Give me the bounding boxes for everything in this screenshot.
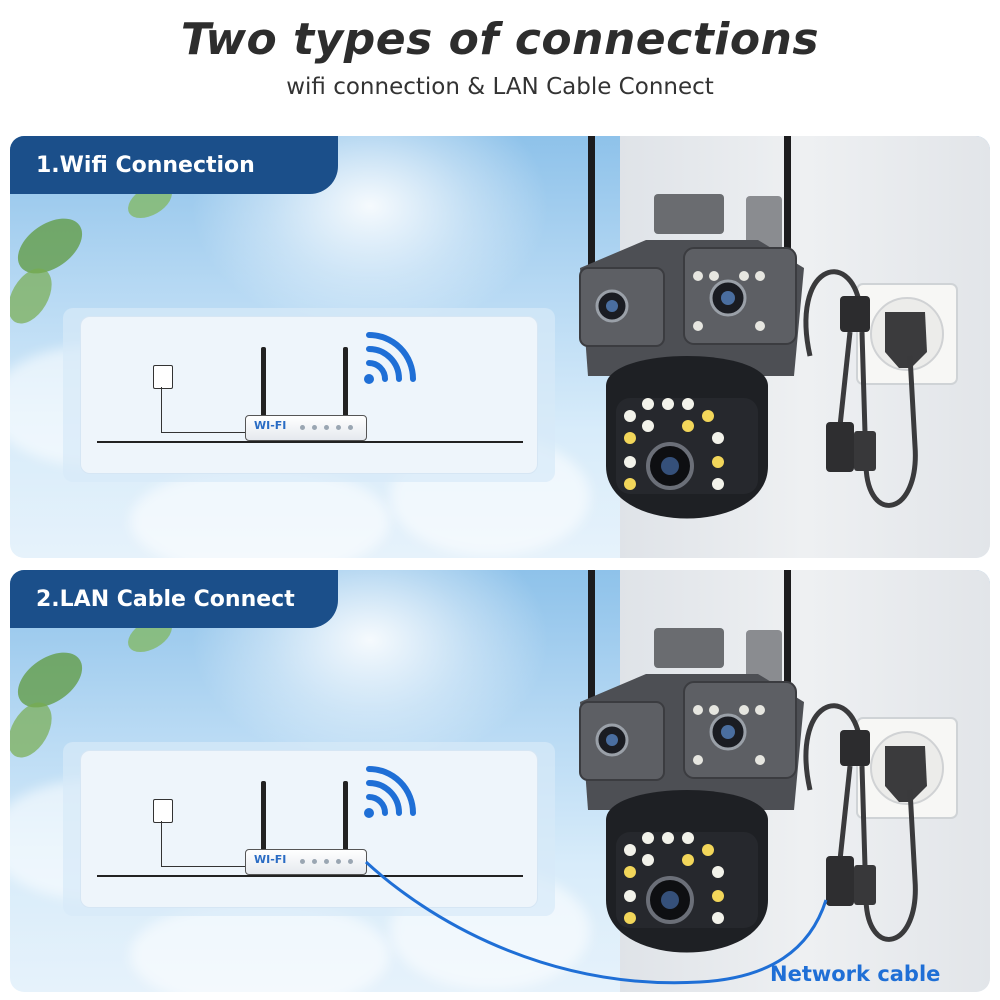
router-label: WI-FI — [254, 419, 287, 432]
lan-diagram: WI-FI — [80, 750, 538, 908]
router-antenna — [343, 347, 348, 417]
section-tab-wifi: 1.Wifi Connection — [10, 136, 338, 194]
page-subtitle: wifi connection & LAN Cable Connect — [286, 74, 714, 100]
power-cable — [803, 703, 918, 942]
camera-icon — [579, 136, 804, 519]
router-antenna — [261, 781, 266, 851]
power-socket-icon — [856, 283, 958, 385]
wifi-diagram: WI-FI — [80, 316, 538, 474]
wifi-connection-panel: 1.Wifi Connection WI-FI — [10, 136, 990, 558]
section-label: 1.Wifi Connection — [36, 152, 255, 178]
power-adapter-icon — [153, 799, 173, 823]
camera-icon — [579, 570, 804, 953]
router-icon: WI-FI — [245, 849, 367, 875]
section-label: 2.LAN Cable Connect — [36, 586, 295, 612]
router-leds — [300, 425, 353, 430]
ground-line — [97, 875, 523, 877]
router-antenna — [261, 347, 266, 417]
lan-cable-panel: 2.LAN Cable Connect WI-FI — [10, 570, 990, 992]
section-tab-lan: 2.LAN Cable Connect — [10, 570, 338, 628]
adapter-cable — [161, 387, 247, 433]
router-antenna — [343, 781, 348, 851]
router-icon: WI-FI — [245, 415, 367, 441]
power-adapter-icon — [153, 365, 173, 389]
power-socket-icon — [856, 717, 958, 819]
router-label: WI-FI — [254, 853, 287, 866]
wifi-signal-icon — [364, 332, 416, 384]
router-leds — [300, 859, 353, 864]
page-title: Two types of connections — [180, 14, 820, 65]
adapter-cable — [161, 821, 247, 867]
power-cable — [803, 269, 918, 508]
ground-line — [97, 441, 523, 443]
wifi-signal-icon — [364, 766, 416, 818]
network-cable-label: Network cable — [770, 962, 941, 986]
